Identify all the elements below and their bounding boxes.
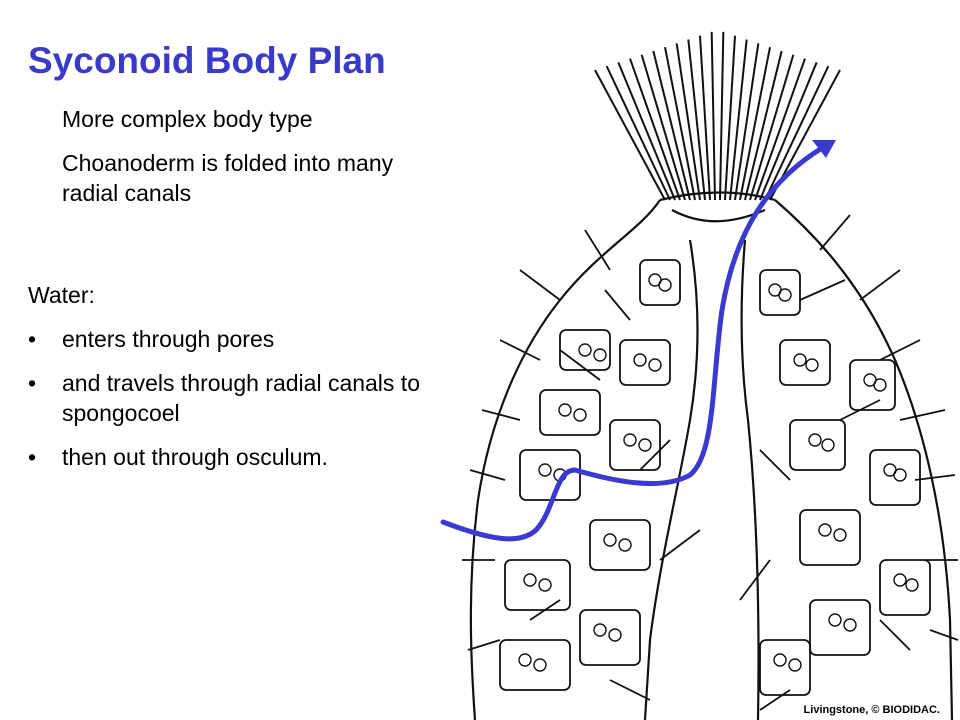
bullet-item: • and travels through radial canals to s… [28, 368, 428, 428]
water-heading: Water: [28, 282, 95, 308]
bullet-item: • then out through osculum. [28, 442, 428, 472]
point-body-type: More complex body type [62, 106, 313, 132]
body-spicules [462, 214, 959, 711]
bullet-dot: • [28, 370, 37, 396]
choanocyte-cells [518, 273, 919, 672]
osculum-spicule-fringe [594, 31, 841, 201]
water-flow-arrow [440, 140, 836, 542]
bullet-text: and travels through radial canals to spo… [62, 370, 420, 426]
slide-title: Syconoid Body Plan [28, 40, 386, 81]
image-credit: Livingstone, © BIODIDAC. [803, 704, 940, 716]
water-bullet-list: • enters through pores • and travels thr… [28, 324, 428, 486]
bullet-dot: • [28, 326, 37, 352]
sponge-diagram [440, 31, 959, 720]
bullet-text: enters through pores [62, 326, 275, 352]
point-choanoderm: Choanoderm is folded into many radial ca… [62, 150, 394, 206]
radial-canals [499, 259, 931, 696]
bullet-item: • enters through pores [28, 324, 428, 354]
bullet-dot: • [28, 444, 37, 470]
bullet-text: then out through osculum. [62, 444, 328, 470]
